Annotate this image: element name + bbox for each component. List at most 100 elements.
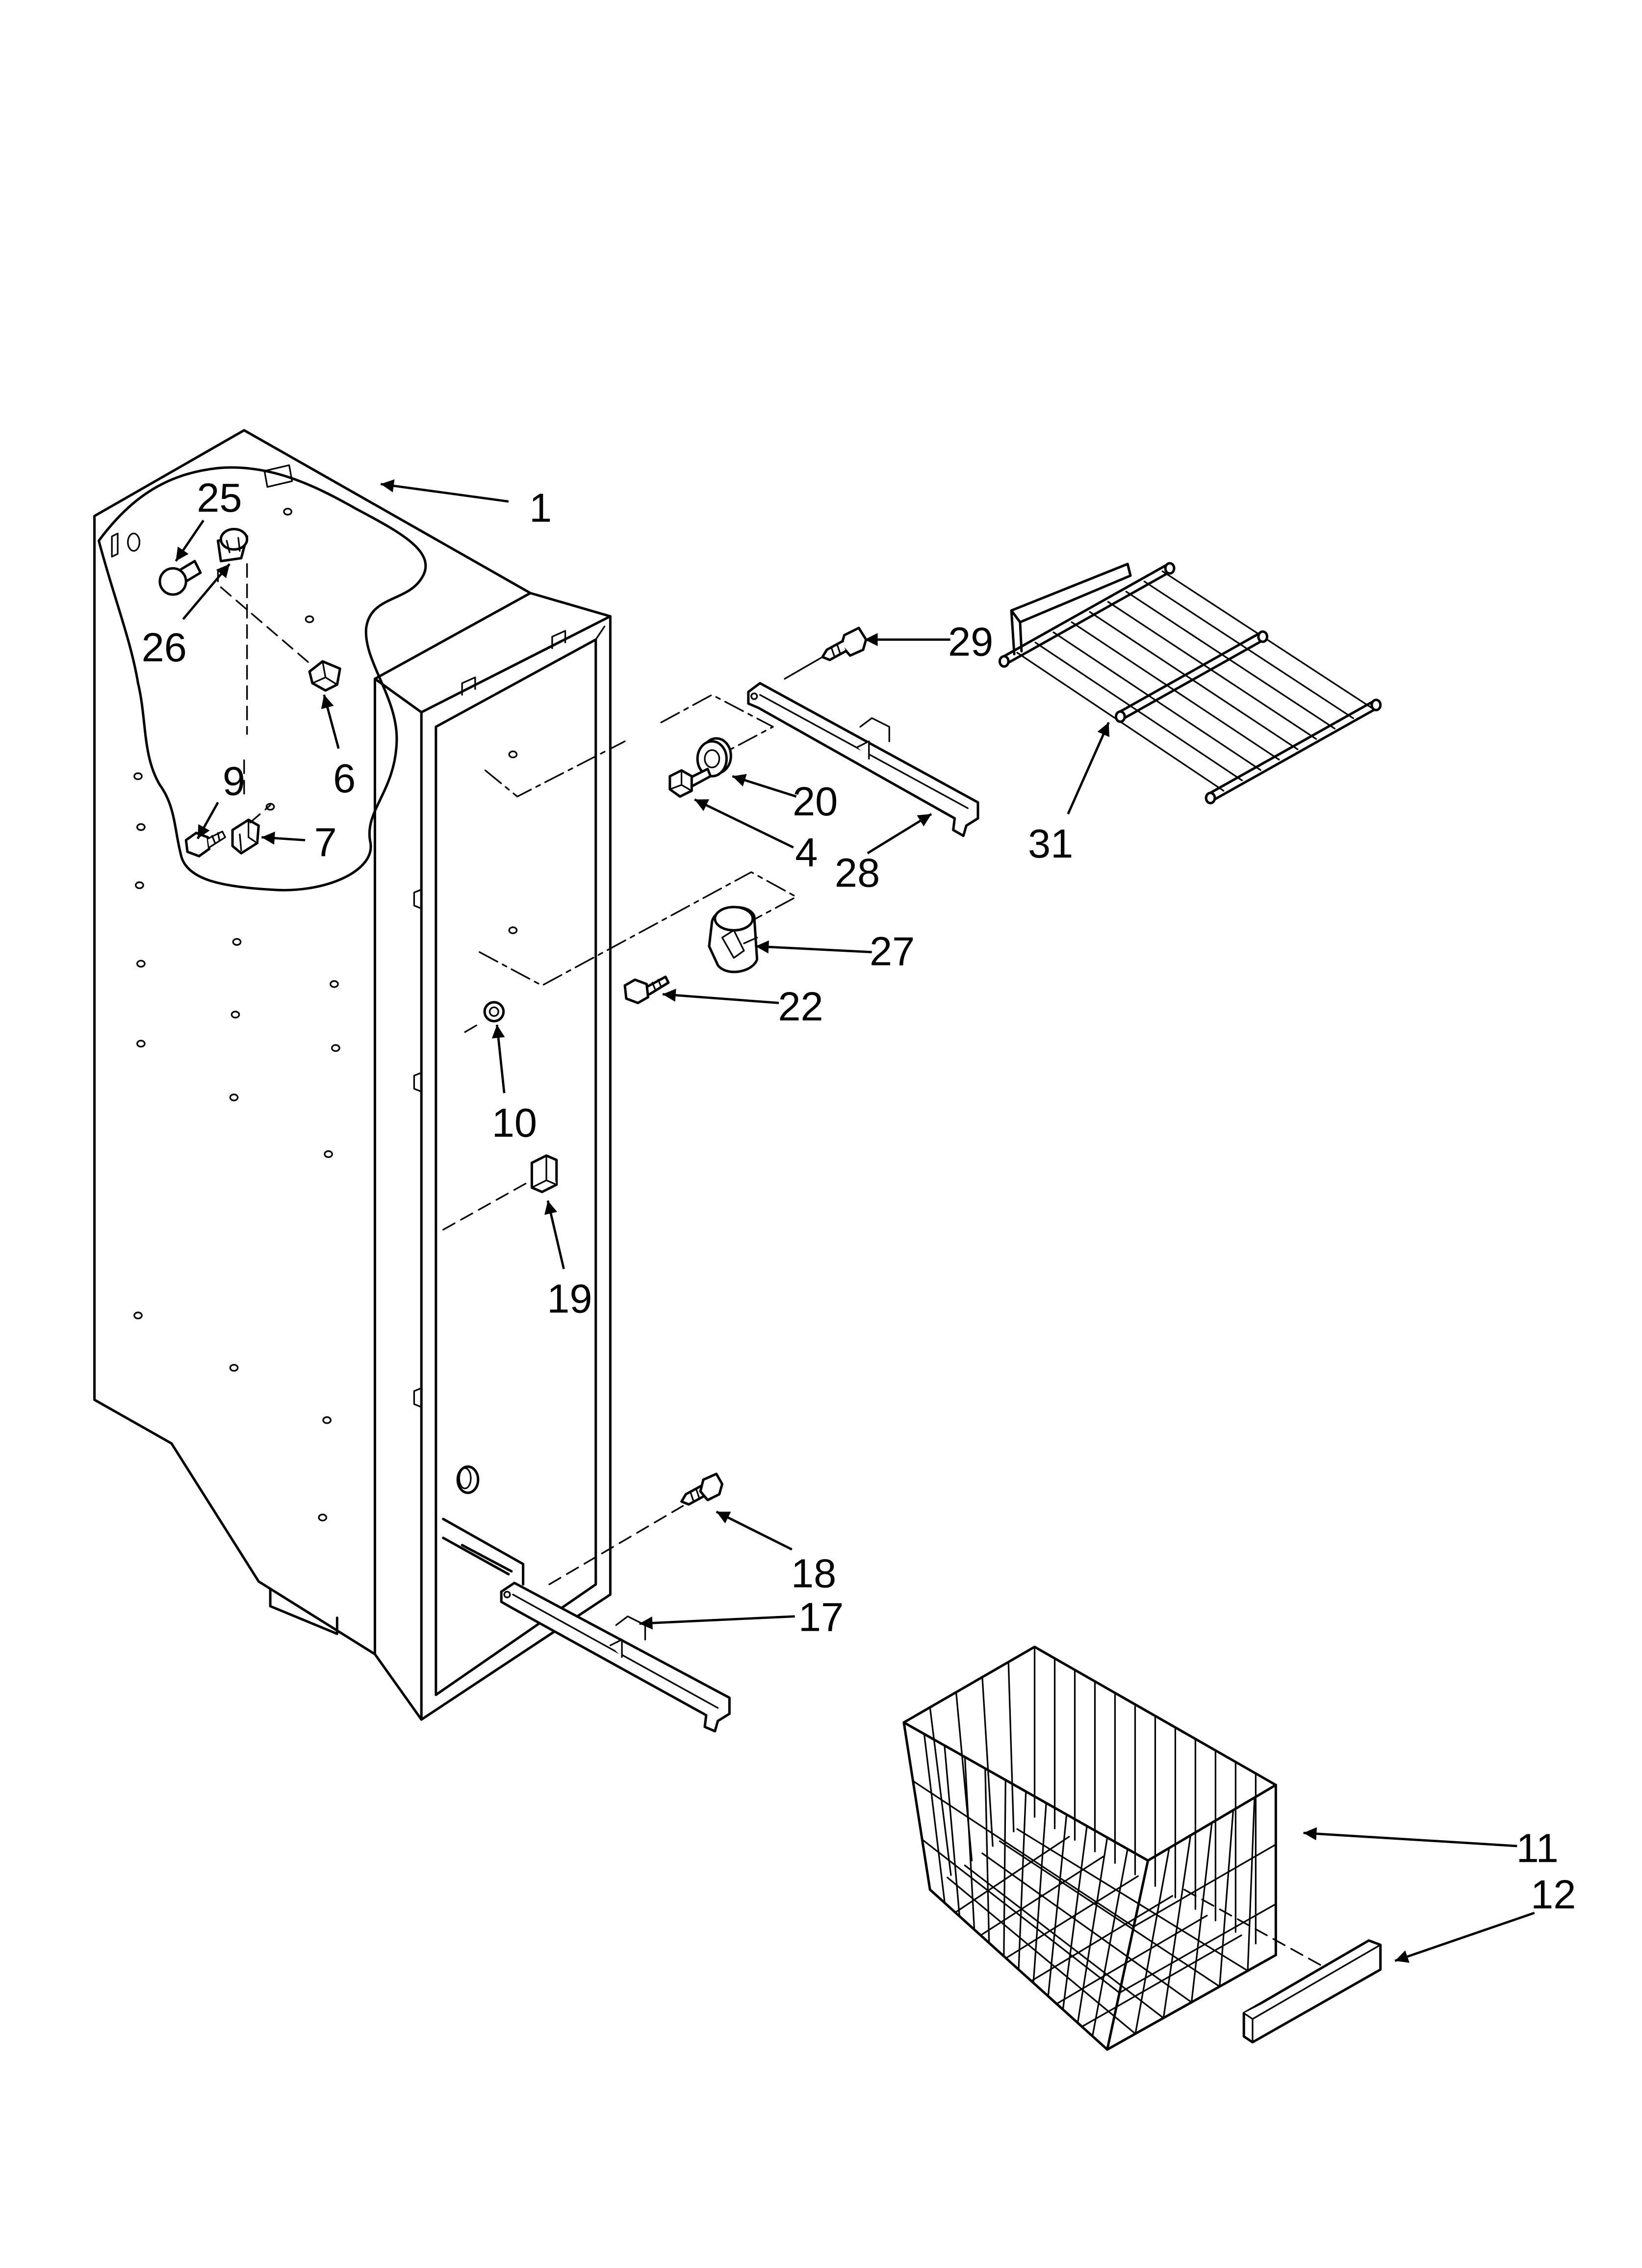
shelf-wire [1125, 591, 1335, 730]
basket-cross-wire [1118, 1903, 1277, 1994]
callout-17-leader [639, 1615, 795, 1630]
callout-25-label: 25 [197, 475, 242, 521]
cam-screw-threads [651, 979, 662, 991]
mounting-hole [231, 1011, 240, 1018]
wire-shelf-back-rod [1001, 563, 1173, 666]
mounting-hole [265, 803, 275, 811]
callout-19: 19 [544, 1200, 592, 1321]
callout-20: 20 [732, 774, 838, 824]
upper-rail-tab [856, 717, 890, 760]
bulb-part [158, 560, 202, 596]
callout-25: 25 [175, 475, 242, 562]
upper-rail-screw-guide [784, 656, 823, 680]
callout-28: 28 [835, 813, 932, 895]
upper-rail-screw-shaft [821, 640, 847, 661]
wire-basket-rim [902, 1645, 1277, 1862]
callout-20-leader [732, 774, 797, 798]
callout-22-leader [662, 989, 779, 1004]
callout-10: 10 [492, 1024, 537, 1146]
upper-rail [747, 682, 979, 837]
mounting-hole [330, 980, 339, 988]
callout-4: 4 [694, 798, 818, 875]
screw-part-left [184, 831, 226, 858]
bracket-detail [239, 819, 258, 851]
basket-end-wire [1190, 1822, 1213, 2003]
basket-end-wire [929, 1706, 952, 1876]
callout-10-label: 10 [492, 1100, 537, 1146]
stud-center [488, 1006, 499, 1017]
switch-detail [531, 1154, 558, 1189]
lower-rail-edge [512, 1593, 719, 1709]
callout-22-label: 22 [778, 984, 823, 1029]
callout-7: 7 [261, 819, 337, 865]
lower-guide-dashed [479, 871, 797, 987]
basket-end-wire [981, 1676, 994, 1847]
divider-plate [1183, 1889, 1382, 2044]
rod-cap [1114, 710, 1126, 723]
basket-front-wire [923, 1733, 946, 1904]
shelf-wire [1143, 580, 1354, 719]
mounting-hole [318, 1513, 328, 1522]
basket-front-wire [1047, 1814, 1068, 1997]
screw-shaft [207, 831, 226, 849]
upper-rail-hole [750, 692, 758, 700]
liner-cutaway-lines [220, 563, 313, 795]
liner-front-frame-inner [435, 638, 597, 1696]
stud-guide [464, 1021, 484, 1033]
basket-end-wire [1134, 1847, 1170, 2035]
upper-rail-screw-threads [830, 643, 841, 656]
divider-edge [1243, 1944, 1382, 2043]
mounting-hole [133, 1311, 143, 1320]
liner-side-panel [93, 429, 612, 1721]
callout-27-leader [755, 940, 872, 954]
callout-27: 27 [755, 928, 915, 974]
mounting-hole [322, 1416, 332, 1424]
shelf-wire [1089, 611, 1299, 751]
mounting-hole [229, 1094, 239, 1101]
mounting-hole [229, 1364, 239, 1372]
basket-bottom-wire [947, 1877, 1136, 2035]
callout-7-label: 7 [314, 819, 337, 865]
basket-cross-wire [1132, 1844, 1277, 1928]
basket-front-wire [1032, 1802, 1047, 1984]
callout-22: 22 [662, 984, 823, 1029]
mounting-hole [305, 615, 314, 624]
callout-11: 11 [1303, 1825, 1559, 1871]
liner-drain-hole-inner [458, 1467, 472, 1489]
clip-part [308, 660, 341, 692]
upper-rail-screw [784, 626, 868, 680]
bolt-head-edge [669, 769, 693, 792]
callout-27-label: 27 [870, 928, 915, 974]
bracket-stem [249, 804, 271, 824]
wire-shelf [998, 562, 1382, 805]
lower-rail-screw-head [699, 1472, 724, 1502]
callout-28-leader [867, 813, 932, 855]
divider-body [1242, 1939, 1382, 2044]
callout-26-label: 26 [142, 625, 187, 670]
upper-guide-lines [479, 694, 797, 987]
mounting-hole [136, 823, 146, 831]
wire-shelf-front-rod [1207, 699, 1379, 803]
basket-front-wire [984, 1768, 990, 1944]
wire-shelf-rod-caps [998, 562, 1382, 805]
callout-18-label: 18 [791, 1550, 836, 1596]
callout-9: 9 [196, 758, 245, 839]
callout-19-label: 19 [547, 1276, 592, 1321]
basket-end-wire [955, 1691, 973, 1862]
cam-screw-shaft [645, 975, 670, 996]
callout-25-leader [175, 520, 205, 562]
cam-screw-head [623, 978, 649, 1004]
liner-mounting-holes [133, 508, 518, 1522]
callout-19-leader [544, 1200, 565, 1270]
liner-frame-notches [413, 626, 606, 1408]
callout-29-label: 29 [948, 619, 993, 664]
basket-bottom-wire [981, 1852, 1193, 2003]
basket-front-wire [944, 1745, 961, 1917]
basket-end-wire [1219, 1809, 1234, 1987]
mounting-hole [331, 1044, 340, 1052]
rod-cap [998, 655, 1010, 668]
bolt-shaft [689, 767, 712, 788]
shelf-wire [1107, 601, 1317, 740]
callout-31-leader [1067, 722, 1110, 815]
callout-1-label: 1 [529, 485, 552, 531]
